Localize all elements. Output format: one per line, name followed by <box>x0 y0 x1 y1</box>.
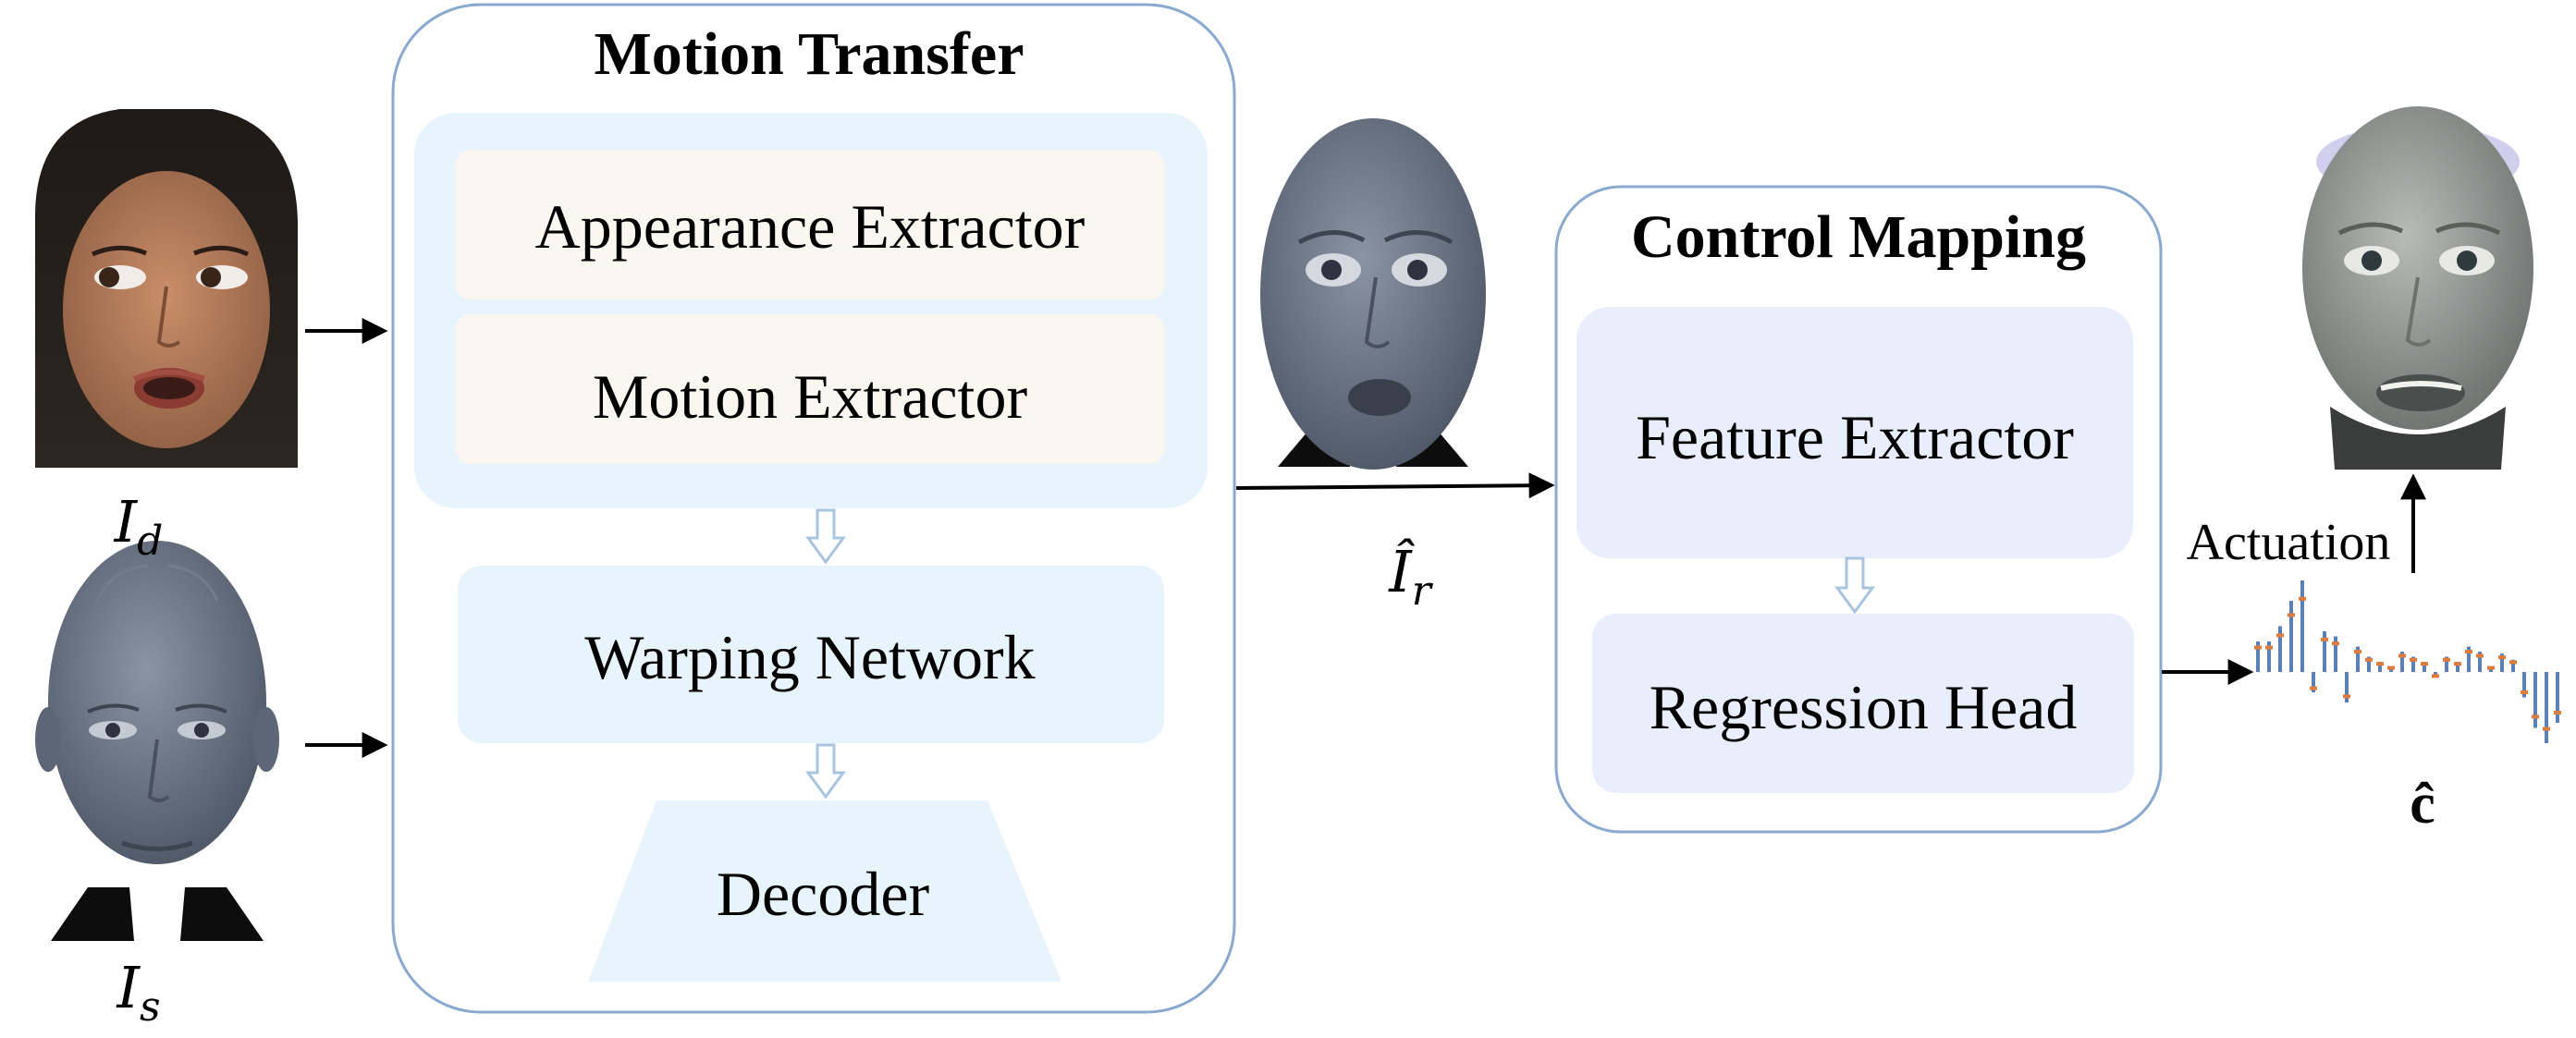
control-mapping-module: Control Mapping Feature Extractor Regres… <box>1554 185 2163 834</box>
regression-head-block <box>1592 614 2134 793</box>
source-image-label: Is <box>116 954 160 1031</box>
control-marker <box>2398 653 2406 658</box>
regression-head-label: Regression Head <box>1650 672 2078 742</box>
control-marker <box>2387 666 2395 670</box>
control-marker <box>2343 694 2350 699</box>
appearance-extractor-label: Appearance Extractor <box>535 191 1086 262</box>
control-marker <box>2354 650 2361 653</box>
motion-transfer-title: Motion Transfer <box>595 20 1024 88</box>
source-face-image <box>35 541 279 941</box>
motion-extractor-label: Motion Extractor <box>593 361 1028 432</box>
control-marker <box>2509 660 2517 665</box>
driving-face-image <box>31 109 301 468</box>
control-marker <box>2498 655 2506 660</box>
flow-arrow-extract-to-warp <box>805 508 846 565</box>
driving-image-label: Id <box>114 488 164 565</box>
control-marker <box>2288 613 2295 617</box>
control-marker <box>2432 674 2439 678</box>
control-marker <box>2421 662 2428 666</box>
rendered-to-control-arrow <box>1235 472 1555 499</box>
control-marker <box>2299 596 2306 601</box>
control-marker <box>2265 645 2273 650</box>
feature-extractor-label: Feature Extractor <box>1636 402 2074 472</box>
control-marker <box>2454 662 2461 666</box>
warping-network-label: Warping Network <box>584 622 1035 692</box>
control-marker <box>2476 653 2484 658</box>
control-mapping-title: Control Mapping <box>1631 203 2086 271</box>
motion-extractor-block <box>456 314 1164 464</box>
control-marker <box>2254 645 2262 650</box>
control-marker <box>2376 662 2384 666</box>
control-marker <box>2321 637 2328 641</box>
rendered-image-label: Îr <box>1388 538 1434 615</box>
control-vector-label: ĉ <box>2410 773 2435 836</box>
control-marker <box>2554 711 2561 714</box>
decoder-label: Decoder <box>717 859 930 929</box>
rendered-face-image <box>1260 118 1486 470</box>
appearance-extractor-block <box>456 150 1164 299</box>
actuation-label: Actuation <box>2187 514 2391 571</box>
flow-arrow-warp-to-decoder <box>805 743 846 800</box>
decoder-block <box>588 800 1061 982</box>
control-marker <box>2521 690 2528 694</box>
feature-extractor-block <box>1576 307 2133 558</box>
control-vector-plot <box>2254 580 2561 743</box>
control-marker <box>2365 657 2373 662</box>
control-marker <box>2410 657 2417 662</box>
control-marker <box>2276 633 2284 638</box>
control-marker <box>2543 727 2550 731</box>
control-marker <box>2532 714 2539 719</box>
flow-arrow-feature-to-regression <box>1834 556 1875 615</box>
control-marker <box>2443 657 2450 662</box>
control-marker <box>2487 666 2495 670</box>
robot-face-image <box>2302 106 2533 470</box>
warping-network-block <box>458 566 1164 743</box>
control-marker <box>2332 641 2339 646</box>
control-marker <box>2465 650 2472 653</box>
control-marker <box>2310 686 2317 690</box>
motion-transfer-module: Motion Transfer Appearance Extractor Mot… <box>391 3 1236 1014</box>
